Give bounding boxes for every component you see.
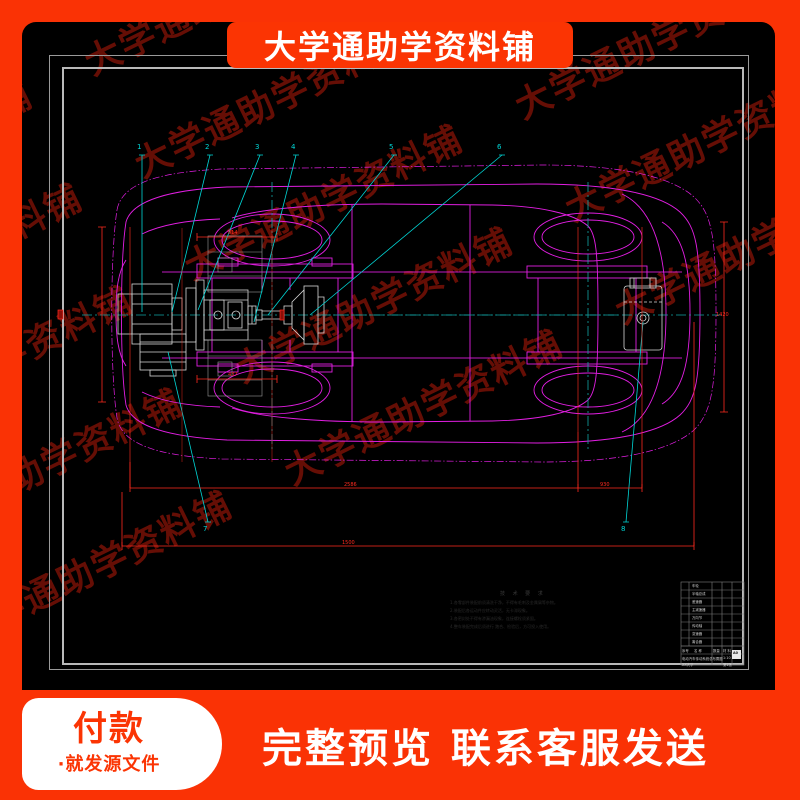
drawing-frame-inner [62,67,744,665]
callout-number: 4 [291,143,296,151]
sheet-value-cell: 第1张 [723,663,732,667]
parts-row-name: 车轮 [692,584,699,588]
callout-number: 6 [497,143,502,151]
bottom-promo-banner: 付款 ·就发源文件 完整预览 联系客服发送 [0,690,800,800]
parts-row-name: 差速器 [692,600,703,604]
dimension-value: 930 [600,482,610,488]
parts-row-name: 主减速器 [692,608,706,612]
promo-slogan: 完整预览 联系客服发送 [262,690,709,800]
stamp-cell: A0 [733,651,738,655]
parts-row-name: 万向节 [692,616,703,620]
parts-header-no: 序号 [682,649,689,653]
tech-requirements-heading: 技 术 要 求 [500,591,546,597]
payment-badge[interactable]: 付款 ·就发源文件 [22,698,222,790]
top-promo-banner: 大学通助学资料铺 [227,22,573,68]
parts-row-name: 离合器 [692,640,703,644]
dimension-value: 437 [228,372,238,378]
parts-header-qty: 数量 [713,649,720,653]
parts-header-mat: 材 料 [723,649,731,653]
shop-name-label: 大学通助学资料铺 [263,28,536,66]
tech-requirements-line: 4.整车装配完成后须进行 跑合、检验后，方可投入使用。 [450,624,552,629]
callout-number: 3 [255,143,260,151]
dimension-value: 1420 [716,312,729,318]
scale-value-cell: 1:10 [723,656,731,660]
callout-number: 5 [389,143,394,151]
parts-header-name: 名 称 [694,649,702,653]
callout-number: 2 [205,143,210,151]
callout-number: 8 [621,525,626,533]
callout-number: 7 [203,525,208,533]
payment-subtext: ·就发源文件 [57,754,161,776]
dimension-value: 814 [228,230,238,236]
parts-row-name: 变速器 [692,632,703,636]
drawing-name-cell: 电动汽车传动系统总布置图 [682,657,723,661]
school-cell: XX大学 [682,663,694,667]
dimension-value: 2586 [344,482,357,488]
tech-requirements-line: 1.各零部件装配前须清洗干净，不得有毛刺及金属屑等杂物。 [450,600,558,605]
promo-slogan-label: 完整预览 联系客服发送 [262,726,709,772]
cad-linework: .m { stroke:#e21ee2; fill:none; stroke-w… [22,22,775,690]
cad-drawing-canvas: 大学通助学资料铺 大学通助学资料铺 大学通助学资料铺 大学通助学资料铺 大学通助… [22,22,775,690]
tech-requirements-line: 3.各密封处不得有渗漏油现象，连接螺栓须紧固。 [450,616,538,621]
parts-row-name: 半轴总成 [692,592,706,596]
callout-number: 1 [137,143,142,151]
parts-row-name: 传动轴 [692,624,703,628]
payment-label: 付款 [73,708,145,749]
tech-requirements-line: 2.装配后各运动件应转动灵活，无卡滞现象。 [450,608,530,613]
dimension-value: 1500 [342,540,355,546]
